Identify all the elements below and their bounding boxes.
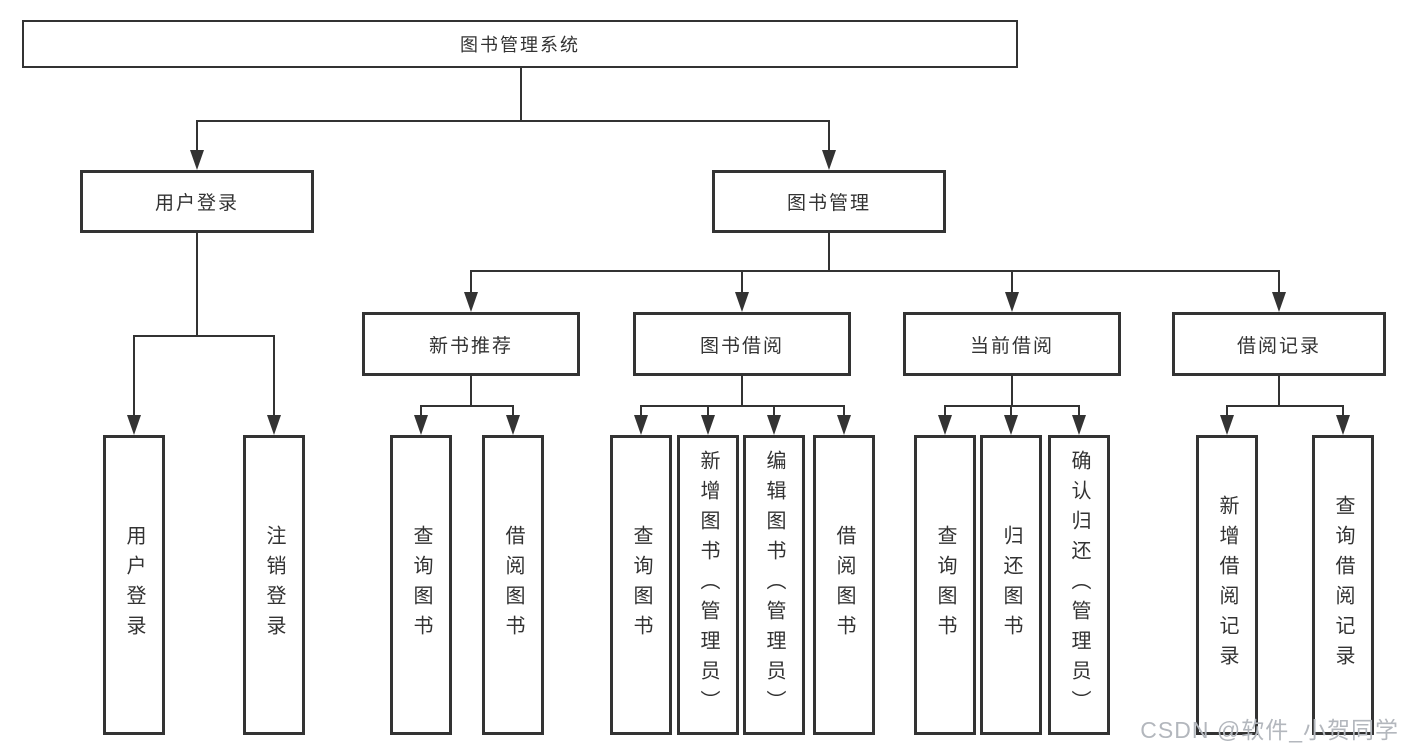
leaf-node-borrow-books-recommend: 借阅图书 [482,435,544,735]
section-node-current-borrow: 当前借阅 [903,312,1121,376]
leaf-node-label: 确认归还（管理员） [1068,450,1090,720]
leaf-node-label: 新增图书（管理员） [697,450,719,720]
leaf-node-logout: 注销登录 [243,435,305,735]
leaf-node-return-book: 归还图书 [980,435,1042,735]
watermark-text: CSDN @软件_小贺同学 [1140,717,1399,743]
leaf-node-query-borrow-record: 查询借阅记录 [1312,435,1374,735]
leaf-node-add-book-admin: 新增图书（管理员） [677,435,739,735]
section-node-new-book-recommend: 新书推荐 [362,312,580,376]
arrowhead-icons [127,150,1350,435]
section-node-label: 图书借阅 [699,335,784,357]
leaf-node-query-books-current: 查询图书 [914,435,976,735]
leaf-node-label: 查询借阅记录 [1332,495,1354,675]
root-node-library-system: 图书管理系统 [22,20,1018,68]
branch-node-label: 图书管理 [786,193,871,214]
section-node-label: 借阅记录 [1236,335,1321,357]
leaf-node-label: 注销登录 [263,525,285,645]
section-node-borrow-records: 借阅记录 [1172,312,1386,376]
section-node-label: 新书推荐 [428,335,513,357]
leaf-node-label: 借阅图书 [502,525,524,645]
branch-node-label: 用户登录 [154,193,239,214]
leaf-node-label: 查询图书 [934,525,956,645]
leaf-node-borrow-books: 借阅图书 [813,435,875,735]
leaf-node-user-login: 用户登录 [103,435,165,735]
leaf-node-edit-book-admin: 编辑图书（管理员） [743,435,805,735]
leaf-node-confirm-return-admin: 确认归还（管理员） [1048,435,1110,735]
leaf-node-label: 查询图书 [410,525,432,645]
leaf-node-label: 用户登录 [123,525,145,645]
leaf-node-label: 查询图书 [630,525,652,645]
leaf-node-query-books-borrow: 查询图书 [610,435,672,735]
branch-node-book-management: 图书管理 [712,170,946,233]
branch-node-user-login: 用户登录 [80,170,314,233]
leaf-node-label: 归还图书 [1000,525,1022,645]
leaf-node-label: 借阅图书 [833,525,855,645]
leaf-node-add-borrow-record: 新增借阅记录 [1196,435,1258,735]
leaf-node-label: 新增借阅记录 [1216,495,1238,675]
connector-lines [133,68,1344,417]
section-node-label: 当前借阅 [969,335,1054,357]
leaf-node-label: 编辑图书（管理员） [763,450,785,720]
root-node-label: 图书管理系统 [460,35,580,55]
leaf-node-query-books-recommend: 查询图书 [390,435,452,735]
section-node-book-borrow: 图书借阅 [633,312,851,376]
